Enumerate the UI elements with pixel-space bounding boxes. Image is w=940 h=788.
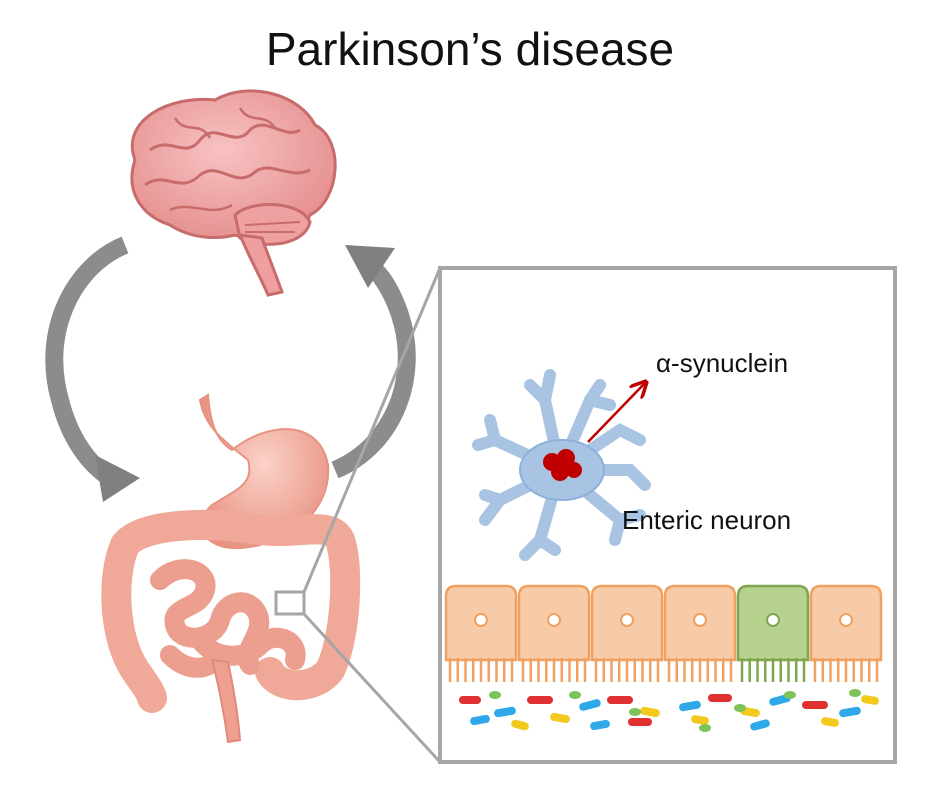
gut-illustration — [101, 393, 361, 744]
bacterium-coccus — [489, 691, 501, 699]
bacterium — [607, 696, 633, 704]
epithelial-cell — [590, 584, 664, 682]
diagram-title: Parkinson’s disease — [265, 23, 675, 75]
up-arrow-head — [345, 245, 395, 288]
epithelial-layer — [444, 584, 883, 682]
bacterium — [691, 715, 709, 725]
bacterium — [494, 706, 516, 718]
gut-microbiota — [459, 689, 879, 732]
bacterium — [590, 719, 610, 731]
bacterium-coccus — [699, 724, 711, 732]
alpha-synuclein-aggregate — [543, 449, 582, 481]
bacterium — [459, 696, 481, 704]
brain-illustration — [130, 89, 337, 297]
bacterium — [511, 719, 529, 731]
bacterium — [579, 699, 601, 711]
bacterium-coccus — [849, 689, 861, 697]
epithelial-cell — [444, 584, 518, 682]
bacterium — [628, 718, 652, 726]
epithelial-cell — [517, 584, 591, 682]
bacterium — [679, 700, 701, 712]
bacterium — [470, 714, 490, 726]
synuclein-arrow — [587, 383, 645, 443]
bacterium-coccus — [569, 691, 581, 699]
brain-gut-arrows — [45, 236, 416, 502]
bacterium — [839, 706, 861, 718]
bacterium-coccus — [784, 691, 796, 699]
bacterium — [527, 696, 553, 704]
bacterium — [861, 695, 879, 705]
zoom-region-marker — [274, 590, 306, 616]
epithelial-cell — [663, 584, 737, 682]
bacterium — [550, 712, 570, 724]
bacterium — [802, 701, 828, 709]
zoom-line-bottom — [302, 612, 442, 764]
epithelial-cell — [809, 584, 883, 682]
bacterium — [708, 694, 732, 702]
inset-frame — [438, 266, 897, 764]
down-arrow-head — [95, 455, 140, 502]
bacterium — [821, 717, 839, 727]
bacterium — [750, 719, 770, 731]
bacterium-coccus — [629, 708, 641, 716]
enteric-neuron-label: Enteric neuron — [622, 505, 792, 535]
bacterium — [640, 706, 660, 718]
alpha-synuclein-label: α-synuclein — [656, 348, 789, 378]
goblet-cell — [736, 584, 810, 682]
bacterium-coccus — [734, 704, 746, 712]
enteric-neuron-illustration — [472, 369, 651, 561]
zoom-line-top — [302, 267, 442, 593]
